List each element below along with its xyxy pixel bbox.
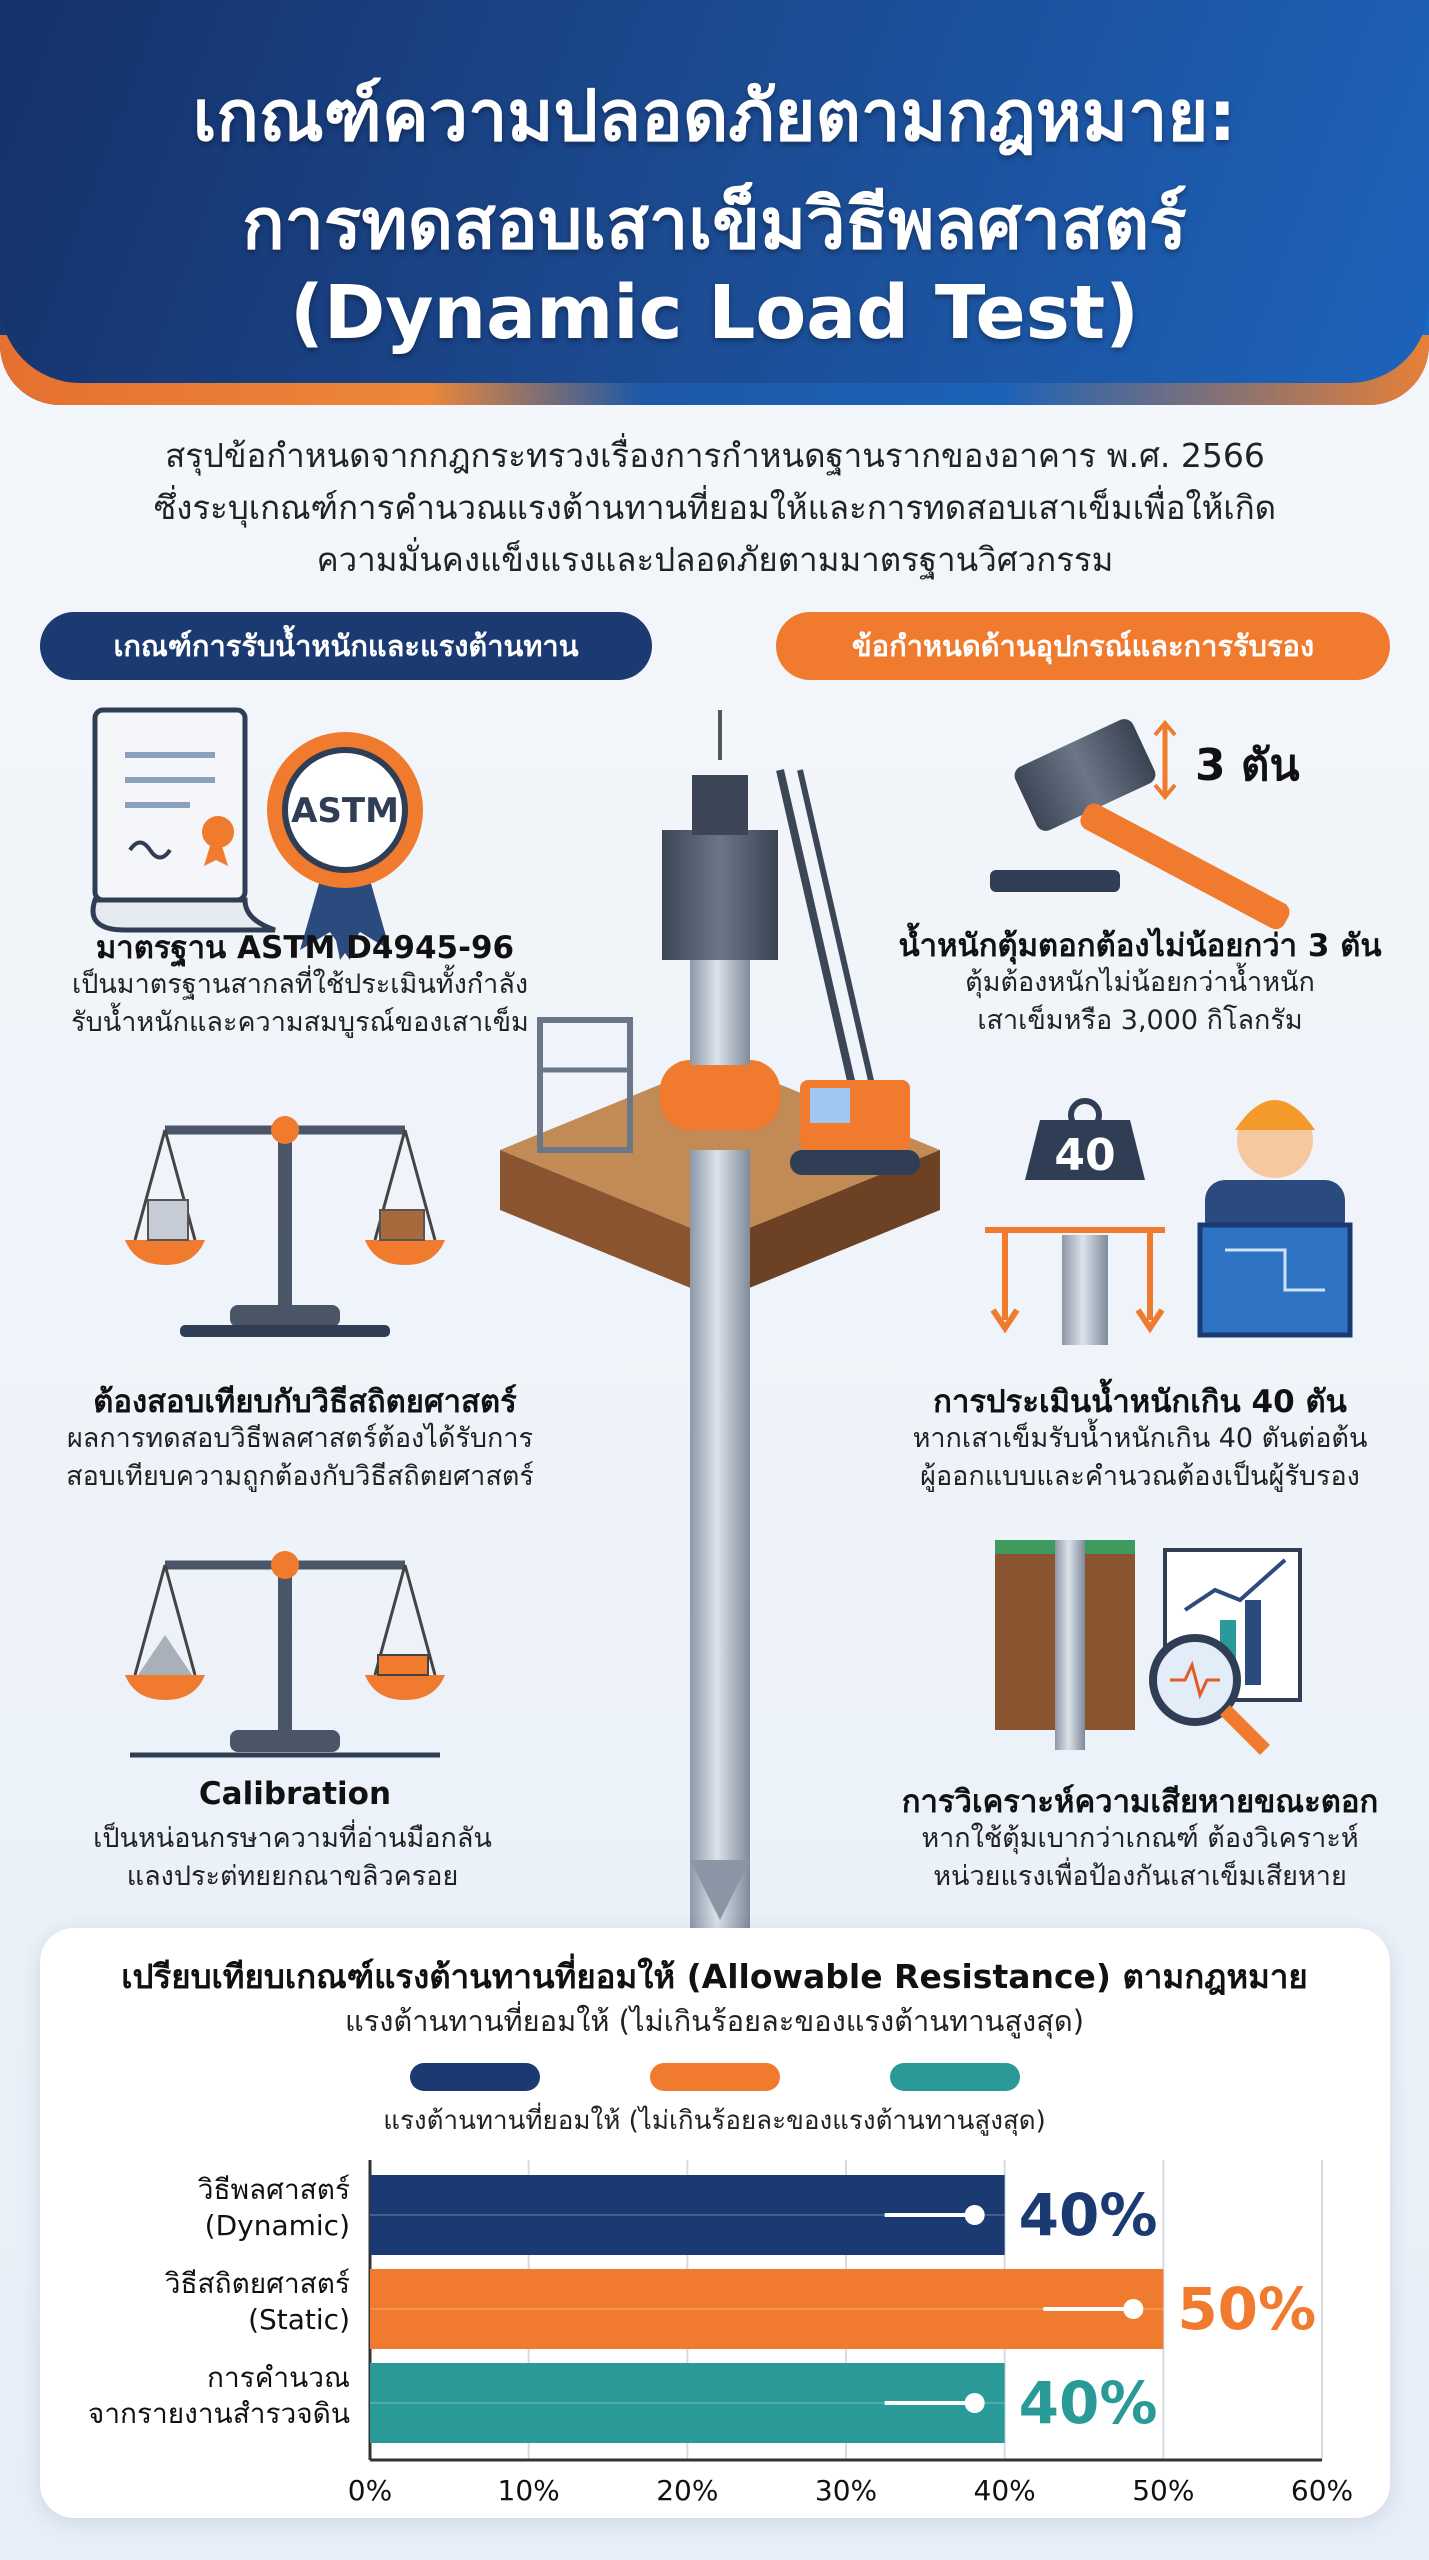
x-tick-label: 20% (656, 2474, 718, 2507)
bar-value-label: 40% (1019, 2181, 1158, 2249)
feature-desc-hammer-weight-line-1: ตุ้มต้องหนักไม่น้อยกว่าน้ำหนัก (965, 967, 1315, 998)
category-label-dynamic-line-1: วิธีพลศาสตร์ (197, 2173, 350, 2206)
category-label-static: วิธีสถิตยศาสตร์ (Static) (40, 2266, 350, 2338)
feature-desc-damage-analysis-line-2: หน่วยแรงเพื่อป้องกันเสาเข็มเสียหาย (933, 1861, 1347, 1892)
bar (370, 2269, 1164, 2349)
category-label-soil-report: การคำนวณ จากรายงานสำรวจดิน (40, 2360, 350, 2432)
category-label-static-line-2: (Static) (248, 2303, 350, 2336)
legend-swatch-static (650, 2063, 780, 2091)
feature-title-calibration: Calibration (198, 1776, 392, 1812)
astm-badge-icon: ASTM (267, 732, 423, 960)
bar-value-label: 40% (1019, 2369, 1158, 2437)
feature-desc-calibration: เป็นหน่อนกรษาความที่อ่านมือกลัน แลงประต่… (20, 1820, 565, 1896)
header-banner (0, 0, 1429, 405)
pile-illustration (500, 710, 940, 1980)
balance-scale-icon (125, 1116, 445, 1337)
page-title-line-1: เกณฑ์ความปลอดภัยตามกฎหมาย: (192, 75, 1237, 157)
feature-desc-damage-analysis-line-1: หากใช้ตุ้มเบากว่าเกณฑ์ ต้องวิเคราะห์ (921, 1823, 1359, 1854)
category-label-static-line-1: วิธีสถิตยศาสตร์ (164, 2267, 350, 2300)
x-tick-label: 50% (1132, 2474, 1194, 2507)
intro-text: สรุปข้อกำหนดจากกฎกระทรวงเรื่องการกำหนดฐา… (120, 430, 1310, 586)
page-title-line-2: การทดสอบเสาเข็มวิธีพลศาสตร์ (242, 183, 1187, 265)
bar-chart: 0% 10% 20% 30% 40% 50% 60% 40% 50% 40% (348, 2160, 1353, 2507)
intro-line-3: ความมั่นคงแข็งแรงและปลอดภัยตามมาตรฐานวิศ… (316, 540, 1114, 579)
feature-desc-over-40-ton-line-2: ผู้ออกแบบและคำนวณต้องเป็นผู้รับรอง (920, 1461, 1360, 1492)
chart-title: เปรียบเทียบเกณฑ์แรงต้านทานที่ยอมให้ (All… (121, 1957, 1308, 1996)
astm-badge-text: ASTM (291, 791, 399, 831)
hammer-icon: 3 ตัน (990, 719, 1300, 930)
category-label-dynamic: วิธีพลศาสตร์ (Dynamic) (40, 2172, 350, 2244)
feature-desc-static-compare-line-1: ผลการทดสอบวิธีพลศาสตร์ต้องได้รับการ (66, 1423, 534, 1454)
feature-desc-static-compare: ผลการทดสอบวิธีพลศาสตร์ต้องได้รับการ สอบเ… (20, 1420, 580, 1496)
legend-swatch-dynamic (410, 2063, 540, 2091)
feature-desc-calibration-line-1: เป็นหน่อนกรษาความที่อ่านมือกลัน (93, 1823, 492, 1854)
header-inner (0, 0, 1429, 383)
section-header-right: ข้อกำหนดด้านอุปกรณ์และการรับรอง (776, 612, 1390, 680)
feature-title-over-40-ton: การประเมินน้ำหนักเกิน 40 ตัน (933, 1384, 1347, 1420)
engineer-icon (1197, 1100, 1353, 1338)
feature-desc-astm-line-2: รับน้ำหนักและความสมบูรณ์ของเสาเข็ม (71, 1007, 529, 1038)
feature-title-hammer-weight: น้ำหนักตุ้มตอกต้องไม่น้อยกว่า 3 ตัน (898, 928, 1382, 964)
x-tick-label: 60% (1291, 2474, 1353, 2507)
calibration-scale-icon (125, 1551, 445, 1758)
feature-desc-damage-analysis: หากใช้ตุ้มเบากว่าเกณฑ์ ต้องวิเคราะห์ หน่… (870, 1820, 1410, 1896)
hammer-weight-label: 3 ตัน (1195, 740, 1300, 791)
feature-desc-over-40-ton: หากเสาเข็มรับน้ำหนักเกิน 40 ตันต่อต้น ผู… (870, 1420, 1410, 1496)
bar-marker-dot (1123, 2299, 1144, 2319)
feature-title-damage-analysis: การวิเคราะห์ความเสียหายขณะตอก (901, 1784, 1379, 1820)
category-label-soil-report-line-2: จากรายงานสำรวจดิน (87, 2397, 350, 2430)
feature-title-astm: มาตรฐาน ASTM D4945-96 (95, 930, 515, 966)
feature-desc-hammer-weight: ตุ้มต้องหนักไม่น้อยกว่าน้ำหนัก เสาเข็มหร… (870, 964, 1410, 1040)
feature-desc-astm: เป็นมาตรฐานสากลที่ใช้ประเมินทั้งกำลัง รั… (20, 966, 580, 1042)
legend-caption: แรงต้านทานที่ยอมให้ (ไม่เกินร้อยละของแรง… (383, 2106, 1046, 2136)
intro-line-1: สรุปข้อกำหนดจากกฎกระทรวงเรื่องการกำหนดฐา… (165, 436, 1265, 475)
category-label-soil-report-line-1: การคำนวณ (206, 2361, 350, 2394)
feature-title-static-compare: ต้องสอบเทียบกับวิธีสถิตยศาสตร์ (93, 1384, 517, 1420)
intro-line-2: ซึ่งระบุเกณฑ์การคำนวณแรงต้านทานที่ยอมให้… (153, 488, 1277, 527)
chart-subtitle: แรงต้านทานที่ยอมให้ (ไม่เกินร้อยละของแรง… (344, 2004, 1085, 2038)
x-tick-label: 10% (498, 2474, 560, 2507)
x-tick-label: 0% (348, 2474, 392, 2507)
weight-icon: 40 (985, 1098, 1165, 1345)
feature-desc-calibration-line-2: แลงประต่ทยยกณาขลิวครอย (126, 1861, 459, 1892)
feature-desc-static-compare-line-2: สอบเทียบความถูกต้องกับวิธีสถิตยศาสตร์ (66, 1461, 534, 1492)
bar-value-label: 50% (1177, 2275, 1316, 2343)
x-tick-label: 40% (974, 2474, 1036, 2507)
x-tick-label: 30% (815, 2474, 877, 2507)
weight-label: 40 (1054, 1130, 1115, 1181)
section-header-left: เกณฑ์การรับน้ำหนักและแรงต้านทาน (40, 612, 652, 680)
page-title-line-3: (Dynamic Load Test) (290, 270, 1139, 356)
bar-marker-dot (964, 2393, 985, 2413)
soil-analysis-icon (995, 1540, 1302, 1755)
feature-desc-hammer-weight-line-2: เสาเข็มหรือ 3,000 กิโลกรัม (977, 1005, 1303, 1036)
category-label-dynamic-line-2: (Dynamic) (204, 2209, 350, 2242)
feature-desc-over-40-ton-line-1: หากเสาเข็มรับน้ำหนักเกิน 40 ตันต่อต้น (912, 1423, 1368, 1454)
feature-desc-astm-line-1: เป็นมาตรฐานสากลที่ใช้ประเมินทั้งกำลัง (71, 969, 529, 1000)
legend-swatch-soil (890, 2063, 1020, 2091)
bar-marker-dot (964, 2205, 985, 2225)
illustration-layer: ASTM (90, 707, 1353, 1980)
certificate-icon (90, 707, 276, 933)
